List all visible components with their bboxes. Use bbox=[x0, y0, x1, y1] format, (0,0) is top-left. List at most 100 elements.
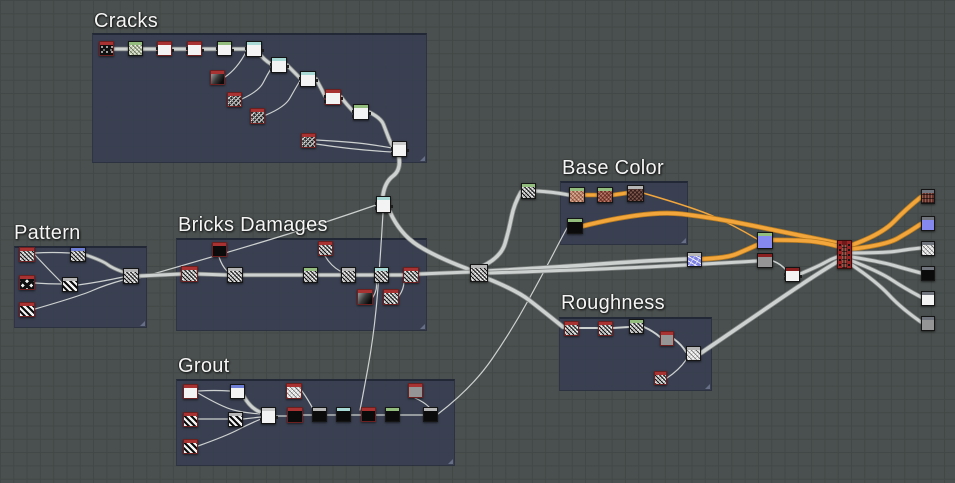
generator-node-pattern-checker[interactable] bbox=[19, 275, 35, 290]
output-node-output-metallic[interactable] bbox=[921, 266, 935, 281]
generator-node-pattern-stripes[interactable] bbox=[19, 302, 35, 317]
input-pin[interactable] bbox=[391, 152, 393, 155]
input-pin[interactable] bbox=[260, 413, 262, 416]
output-pin[interactable] bbox=[276, 416, 278, 419]
generator-node-bricks-grunge-3[interactable] bbox=[383, 289, 399, 305]
input-pin[interactable] bbox=[186, 47, 188, 50]
blend-node-cracks-blend-8[interactable] bbox=[352, 104, 371, 120]
blend-node-grout-blend[interactable] bbox=[260, 407, 278, 424]
input-pin[interactable] bbox=[324, 95, 326, 98]
filter-node-grout-filter-1[interactable] bbox=[230, 384, 245, 399]
generator-node-bricks-grunge-2[interactable] bbox=[357, 289, 373, 305]
generator-node-bricks-color[interactable] bbox=[212, 242, 227, 257]
port-dot[interactable] bbox=[848, 264, 850, 266]
port-dot[interactable] bbox=[848, 249, 850, 251]
generator-node-cracks-grunge-4[interactable] bbox=[301, 133, 316, 148]
port-dot[interactable] bbox=[848, 254, 850, 256]
output-pin[interactable] bbox=[262, 49, 264, 52]
filter-node-pattern-out[interactable] bbox=[123, 268, 139, 284]
material-left-ports[interactable] bbox=[838, 241, 842, 268]
filter-node-basecolor-out[interactable] bbox=[627, 185, 644, 202]
filter-node-bricks-out[interactable] bbox=[403, 267, 419, 283]
input-pin[interactable] bbox=[324, 100, 326, 103]
filter-node-rough-filter[interactable] bbox=[629, 319, 644, 334]
blend-node-cracks-blend-4[interactable] bbox=[245, 41, 264, 57]
blend-node-cracks-out-blend[interactable] bbox=[391, 141, 409, 157]
input-pin[interactable] bbox=[216, 47, 218, 50]
input-pin[interactable] bbox=[270, 63, 272, 66]
output-pin[interactable] bbox=[287, 65, 289, 68]
output-pin[interactable] bbox=[800, 275, 802, 278]
port-dot[interactable] bbox=[839, 249, 841, 251]
filter-node-basecolor-grad-2[interactable] bbox=[597, 187, 613, 203]
material-right-ports[interactable] bbox=[847, 241, 851, 268]
output-pin[interactable] bbox=[316, 79, 318, 82]
input-pin[interactable] bbox=[352, 110, 354, 113]
input-pin[interactable] bbox=[352, 115, 354, 118]
input-pin[interactable] bbox=[245, 47, 247, 50]
filter-node-bricks-blend-1[interactable] bbox=[227, 267, 243, 283]
generator-node-grout-stripes-2[interactable] bbox=[183, 439, 198, 454]
input-pin[interactable] bbox=[186, 51, 188, 54]
output-pin[interactable] bbox=[232, 49, 234, 52]
input-pin[interactable] bbox=[784, 273, 786, 276]
generator-node-cracks-grunge-1[interactable] bbox=[210, 70, 225, 85]
generator-node-grout-stripes-1[interactable] bbox=[183, 412, 198, 427]
port-dot[interactable] bbox=[839, 254, 841, 256]
output-node-output-roughness[interactable] bbox=[921, 241, 935, 256]
input-pin[interactable] bbox=[156, 47, 158, 50]
port-dot[interactable] bbox=[839, 264, 841, 266]
filter-node-grout-filter-2[interactable] bbox=[228, 412, 243, 427]
filter-node-pattern-mix-1[interactable] bbox=[70, 247, 86, 262]
filter-node-rough-level[interactable] bbox=[660, 331, 674, 346]
blend-node-cracks-blend-7[interactable] bbox=[324, 89, 343, 105]
output-node-output-basecolor[interactable] bbox=[921, 189, 935, 204]
filter-node-grout-level[interactable] bbox=[408, 383, 423, 398]
filter-node-bricks-blend-2[interactable] bbox=[341, 267, 356, 283]
filter-node-rough-noise-2[interactable] bbox=[598, 321, 613, 336]
filter-node-grout-out[interactable] bbox=[423, 407, 438, 422]
output-pin[interactable] bbox=[172, 49, 174, 52]
blend-node-cracks-blend-3[interactable] bbox=[216, 41, 234, 56]
filter-node-rough-adjust[interactable] bbox=[757, 253, 773, 268]
generator-node-pattern-noise[interactable] bbox=[19, 247, 35, 262]
input-pin[interactable] bbox=[270, 68, 272, 71]
generator-node-rough-noise-1[interactable] bbox=[564, 321, 579, 336]
output-pin[interactable] bbox=[202, 49, 204, 52]
generator-node-cracks-grunge-2[interactable] bbox=[227, 92, 242, 107]
input-pin[interactable] bbox=[375, 207, 377, 210]
input-pin[interactable] bbox=[299, 82, 301, 85]
output-node-output-ao[interactable] bbox=[921, 291, 935, 306]
input-pin[interactable] bbox=[156, 51, 158, 54]
port-dot[interactable] bbox=[839, 259, 841, 261]
port-dot[interactable] bbox=[848, 259, 850, 261]
filter-node-basecolor-grad-1[interactable] bbox=[569, 187, 585, 203]
blend-node-cracks-pattern-mix[interactable] bbox=[375, 196, 393, 213]
filter-node-rough-out[interactable] bbox=[686, 346, 701, 361]
filter-node-grout-dark-1[interactable] bbox=[287, 407, 303, 423]
filter-node-cracks-warp[interactable] bbox=[128, 41, 143, 56]
input-pin[interactable] bbox=[375, 202, 377, 205]
filter-node-normal-combine[interactable] bbox=[757, 232, 773, 249]
port-dot[interactable] bbox=[839, 244, 841, 246]
generator-node-grout-noise[interactable] bbox=[286, 383, 302, 399]
input-pin[interactable] bbox=[216, 51, 218, 54]
filter-node-grout-dark-3[interactable] bbox=[336, 407, 351, 422]
filter-node-height-hub[interactable] bbox=[470, 264, 488, 282]
port-dot[interactable] bbox=[848, 244, 850, 246]
input-pin[interactable] bbox=[391, 147, 393, 150]
filter-node-grout-dark-2[interactable] bbox=[312, 407, 327, 422]
output-pin[interactable] bbox=[391, 205, 393, 208]
filter-node-bricks-filter-1[interactable] bbox=[303, 267, 318, 283]
input-pin[interactable] bbox=[245, 52, 247, 55]
output-node-output-height[interactable] bbox=[921, 316, 935, 331]
generator-node-bricks-grunge-1[interactable] bbox=[318, 241, 333, 256]
filter-node-normal-map[interactable] bbox=[687, 252, 702, 267]
generator-node-grout-shape[interactable] bbox=[183, 384, 198, 399]
blend-node-cracks-blend-6[interactable] bbox=[299, 71, 318, 87]
input-pin[interactable] bbox=[260, 418, 262, 421]
generator-node-rough-grunge[interactable] bbox=[654, 371, 667, 385]
generator-node-cracks-src[interactable] bbox=[99, 41, 114, 56]
filter-node-pattern-mix-2[interactable] bbox=[62, 277, 78, 292]
